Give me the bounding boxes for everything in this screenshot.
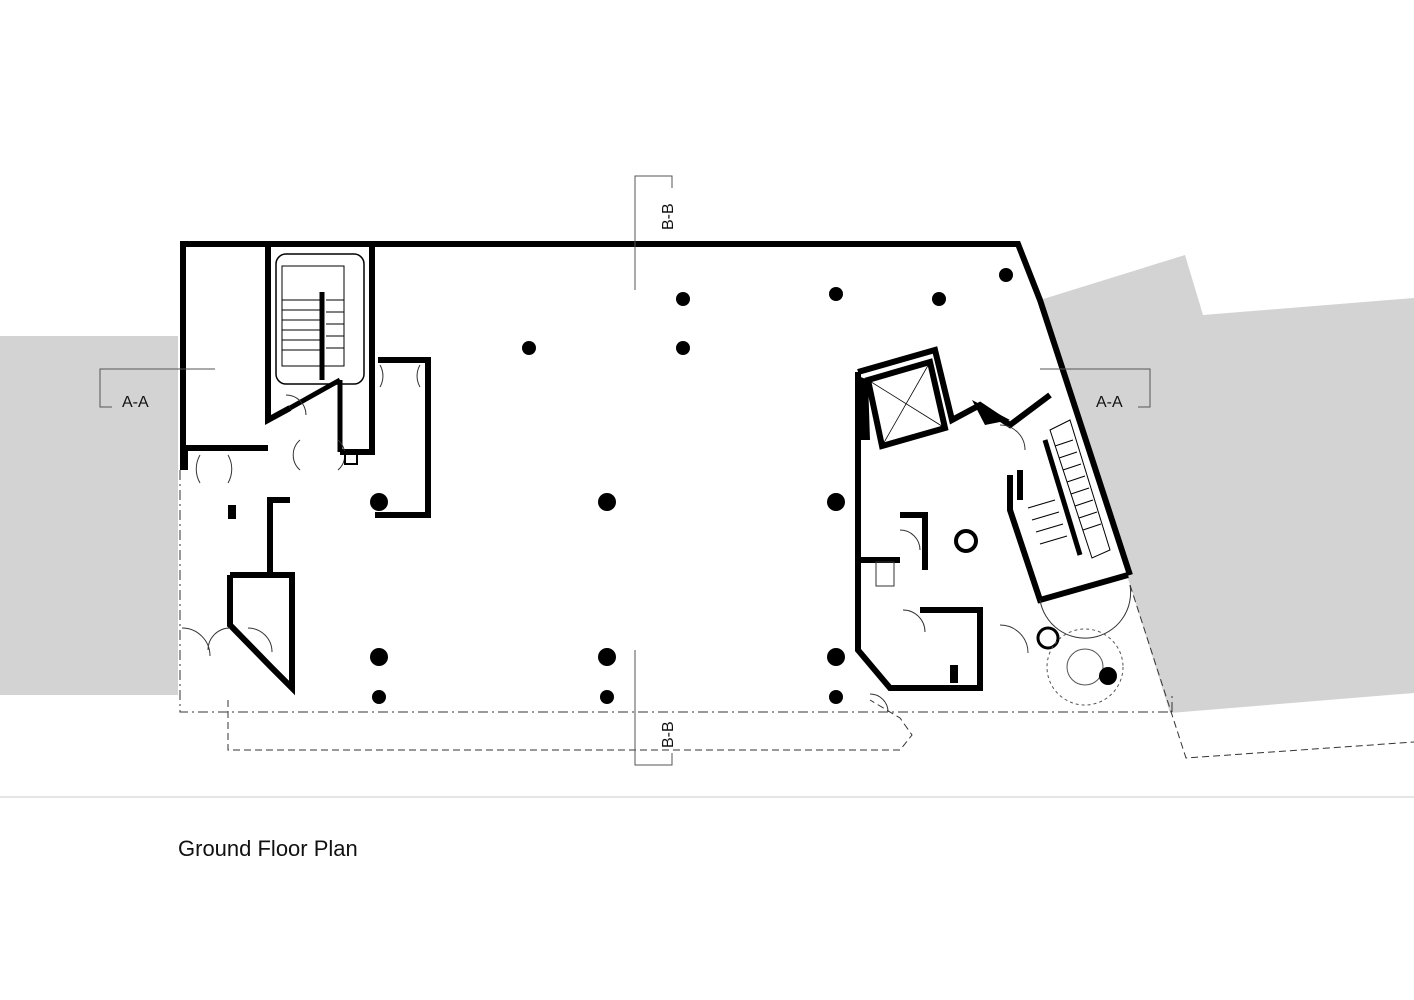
section-bb-top-label: B-B xyxy=(660,203,677,230)
canopy-outline xyxy=(227,584,1414,759)
column xyxy=(372,690,386,704)
wall-fill-2 xyxy=(856,375,870,440)
left-corner-pier xyxy=(180,450,188,470)
tree-symbol xyxy=(1046,628,1124,706)
column xyxy=(370,648,388,666)
column xyxy=(598,493,616,511)
section-bb-bottom-label: B-B xyxy=(660,721,677,748)
section-bb-top xyxy=(634,175,673,290)
column xyxy=(827,648,845,666)
site-boundary-lines xyxy=(179,470,1173,713)
section-aa-right xyxy=(1040,368,1151,408)
section-aa-right-label: A-A xyxy=(1096,394,1123,411)
neighbor-building-right xyxy=(1040,255,1414,713)
left-stair xyxy=(275,253,365,452)
wc-fixture xyxy=(875,561,895,587)
column xyxy=(932,292,946,306)
elevator-shaft xyxy=(864,358,949,450)
section-bb-bottom xyxy=(634,650,673,766)
right-small-pier xyxy=(950,665,958,683)
right-core-walls xyxy=(855,346,1129,691)
left-small-pier xyxy=(228,505,236,519)
column xyxy=(827,493,845,511)
column xyxy=(676,341,690,355)
column xyxy=(829,287,843,301)
column xyxy=(600,690,614,704)
round-column-hollow-2 xyxy=(1036,626,1060,650)
right-doors xyxy=(869,424,1132,713)
left-doors xyxy=(181,364,421,657)
column xyxy=(676,292,690,306)
drawing-title: Ground Floor Plan xyxy=(178,836,358,861)
left-shaft xyxy=(344,451,358,465)
round-column-hollow xyxy=(954,529,978,553)
column xyxy=(522,341,536,355)
column xyxy=(370,493,388,511)
structural-columns xyxy=(370,268,1013,704)
neighbor-building-left xyxy=(0,336,178,695)
section-aa-left xyxy=(99,368,215,408)
column xyxy=(999,268,1013,282)
right-stair xyxy=(1027,419,1111,559)
column xyxy=(598,648,616,666)
wall-fill-1 xyxy=(972,400,1010,425)
section-aa-left-label: A-A xyxy=(122,394,149,411)
column xyxy=(829,690,843,704)
left-service-walls xyxy=(183,244,431,696)
